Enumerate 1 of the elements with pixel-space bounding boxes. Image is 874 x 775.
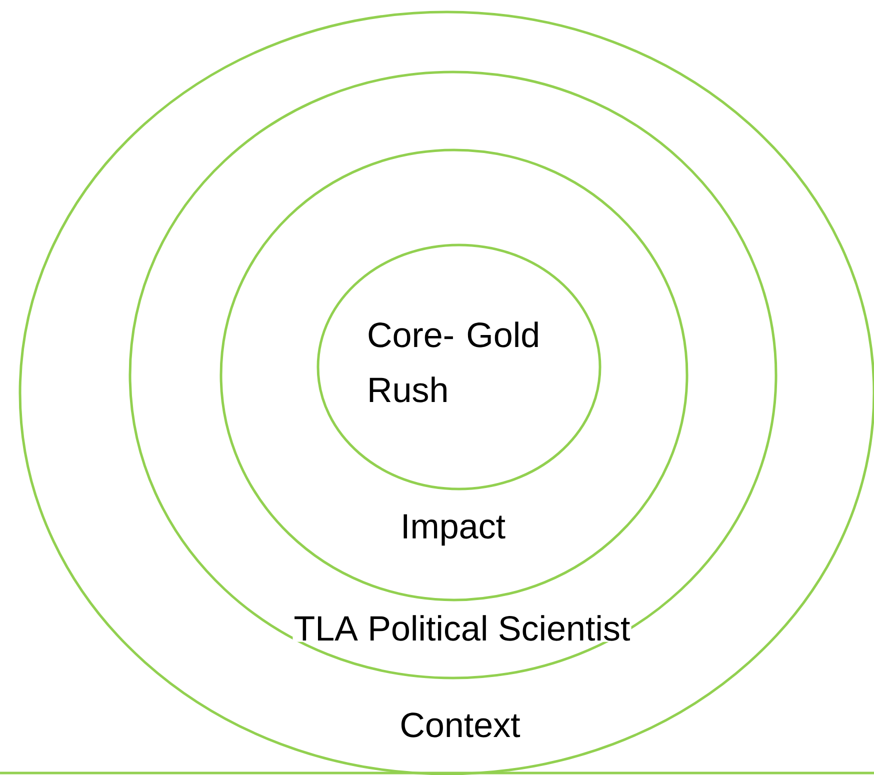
ring: Core- Gold Rush <box>316 244 602 490</box>
